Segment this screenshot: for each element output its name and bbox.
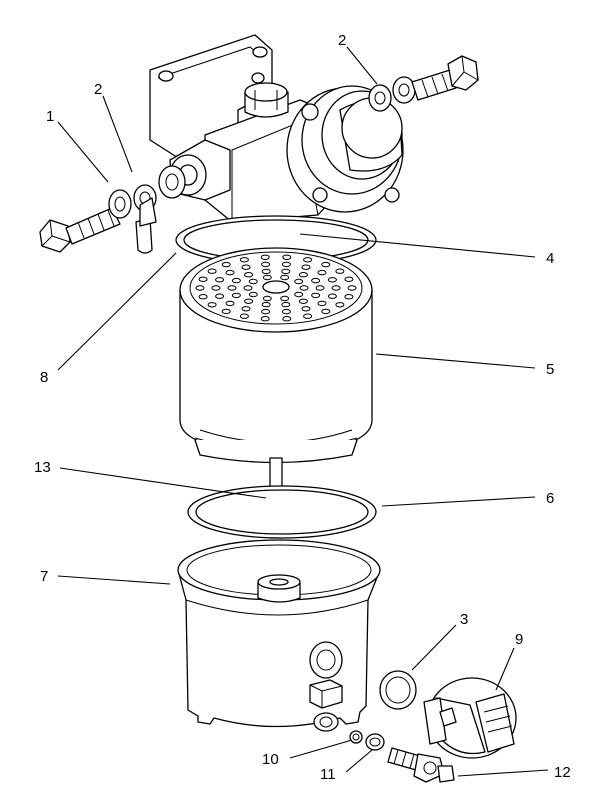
perforation-hole [303, 257, 313, 263]
filter-bowl [177, 539, 381, 732]
perforation-hole [303, 313, 313, 319]
callout-7: 7 [40, 568, 48, 585]
perforation-hole [317, 300, 327, 307]
perforation-hole [207, 268, 217, 274]
top-seal-ring [175, 215, 377, 265]
perforation-hole [294, 278, 304, 285]
perforation-hole [198, 276, 208, 282]
perforation-hole [231, 292, 241, 299]
perforation-hole [260, 316, 270, 322]
perforation-hole [207, 302, 217, 308]
perforation-hole [260, 254, 270, 260]
perforation-hole [225, 269, 235, 276]
perforation-hole [195, 285, 205, 291]
perforation-hole [221, 308, 231, 315]
perforation-hole [335, 268, 345, 274]
perforation-hole [315, 285, 325, 291]
perforation-hole [243, 285, 253, 291]
perforation-hole [282, 316, 292, 322]
perforation-hole [281, 301, 291, 308]
perforation-hole [335, 302, 345, 308]
perforation-hole [239, 313, 249, 319]
perforation-hole [327, 293, 337, 299]
callout-2-right: 2 [338, 32, 346, 49]
perforation-hole [321, 308, 331, 315]
perforation-hole [331, 285, 341, 291]
perforation-hole [244, 298, 254, 304]
perforation-hole [281, 308, 291, 315]
perforation-hole [301, 306, 311, 312]
perforation-hole [239, 257, 249, 263]
banjo-bolt-left [39, 207, 121, 253]
callout-4: 4 [546, 250, 554, 267]
filter-head [149, 34, 404, 223]
callout-6: 6 [546, 490, 554, 507]
perforation-hole [311, 292, 321, 299]
perforation-hole [281, 261, 291, 268]
perforation-hole [221, 261, 231, 268]
perforation-hole [244, 272, 254, 278]
filter-element [179, 247, 373, 464]
perforation-hole [298, 298, 308, 304]
banjo-fitting-left [135, 165, 186, 254]
perforation-hole [261, 301, 271, 308]
perforation-hole [215, 277, 225, 283]
callout-5: 5 [546, 361, 554, 378]
perforation-hole [280, 295, 290, 302]
callout-11: 11 [320, 766, 336, 783]
perforation-hole [211, 285, 221, 291]
perforation-hole [241, 306, 251, 312]
perforation-hole [231, 277, 241, 284]
perforation-hole [280, 274, 290, 281]
callout-8: 8 [40, 369, 48, 386]
drain-washers [349, 730, 385, 751]
drain-plug [387, 747, 455, 783]
perforation-hole [261, 268, 271, 275]
perforation-hole [261, 261, 271, 268]
perforation-hole [262, 274, 272, 281]
bowl-seal-ring [187, 485, 377, 539]
banjo-bolt-right [368, 55, 479, 112]
perforation-hole [248, 278, 258, 285]
perforation-hole [227, 285, 237, 291]
callout-1: 1 [46, 108, 54, 125]
perforation-hole [198, 294, 208, 300]
perforation-hole [299, 285, 309, 291]
perforation-hole [241, 264, 251, 270]
perforation-hole [317, 269, 327, 276]
perforation-hole [301, 264, 311, 270]
perforation-hole [281, 268, 291, 275]
leader-lines [57, 46, 549, 777]
perforation-hole [282, 254, 292, 260]
callout-10: 10 [262, 751, 279, 768]
perforation-hole [248, 291, 258, 298]
perforation-hole [215, 293, 225, 299]
perforation-hole [261, 308, 271, 315]
callouts: 1 2 2 4 8 5 13 6 7 3 9 10 11 12 [34, 32, 571, 783]
callout-13: 13 [34, 459, 51, 476]
perforation-hole [344, 276, 354, 282]
water-sensor [423, 677, 517, 759]
perforation-hole [327, 277, 337, 283]
callout-12: 12 [554, 764, 571, 781]
callout-9: 9 [515, 631, 523, 648]
callout-2-left: 2 [94, 81, 102, 98]
perforation-hole [311, 277, 321, 284]
perforation-hole [294, 291, 304, 298]
perforation-hole [262, 295, 272, 302]
filter-top-perforations [195, 254, 357, 322]
perforation-hole [344, 294, 354, 300]
sensor-seal-ring [379, 670, 417, 710]
perforation-hole [347, 285, 357, 291]
perforation-hole [225, 300, 235, 307]
perforation-hole [298, 272, 308, 278]
perforation-hole [321, 261, 331, 268]
callout-3: 3 [460, 611, 468, 628]
